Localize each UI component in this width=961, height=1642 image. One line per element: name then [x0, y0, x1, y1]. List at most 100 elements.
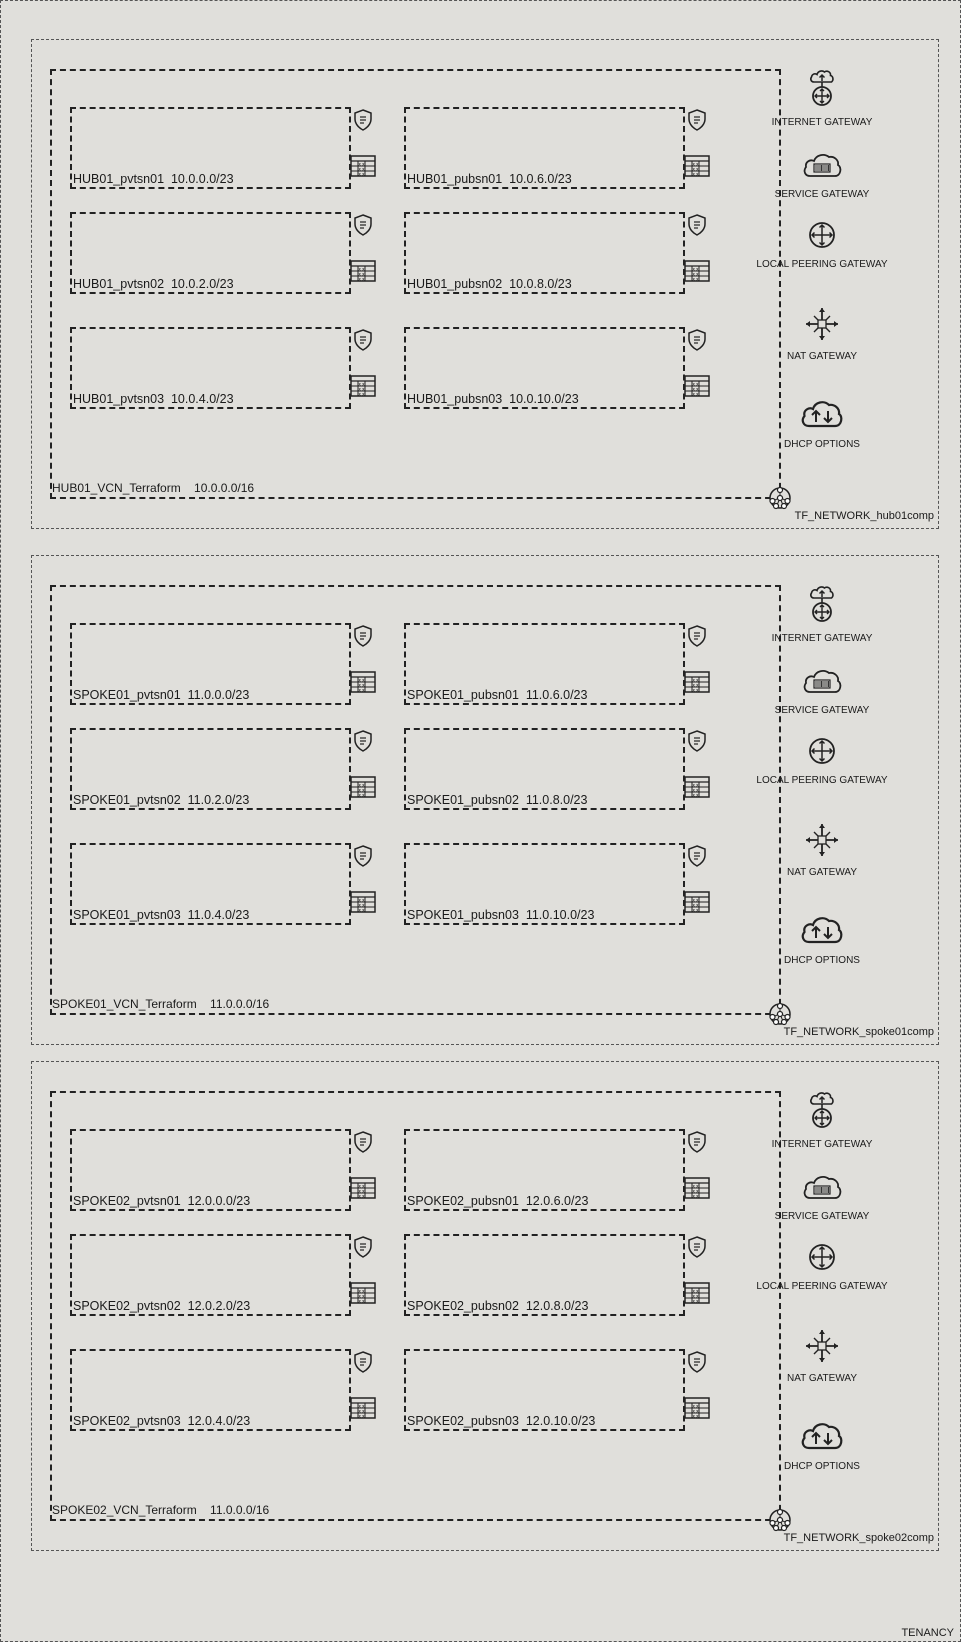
svg-text:x x: x x	[358, 1289, 365, 1294]
svg-text:x x: x x	[692, 1414, 699, 1419]
security-list-icon	[353, 109, 373, 131]
svg-text:x x: x x	[692, 688, 699, 693]
local-peering-gateway-icon	[747, 220, 897, 255]
security-list-icon	[687, 730, 707, 752]
vcn-icon	[767, 1001, 793, 1027]
nat-gateway-icon	[747, 306, 897, 347]
svg-text:x x: x x	[692, 277, 699, 282]
subnet-box: SPOKE02_pvtsn03 12.0.4.0/23	[70, 1349, 351, 1431]
security-list-icon	[687, 109, 707, 131]
gateway-nat-gateway: NAT GATEWAY	[747, 822, 897, 878]
gateway-label: NAT GATEWAY	[786, 351, 857, 362]
svg-text:x x: x x	[358, 678, 365, 683]
svg-text:x x: x x	[692, 908, 699, 913]
subnet-box: HUB01_pubsn02 10.0.8.0/23	[404, 212, 685, 294]
security-list-icon	[353, 1131, 373, 1153]
gateway-nat-gateway: NAT GATEWAY	[747, 306, 897, 362]
dhcp-options-icon	[747, 398, 897, 435]
gateway-local-peering-gateway: LOCAL PEERING GATEWAY	[747, 736, 897, 786]
svg-text:x x: x x	[358, 793, 365, 798]
subnet-box: HUB01_pvtsn01 10.0.0.0/23	[70, 107, 351, 189]
compartment-label: TF_NETWORK_hub01comp	[794, 510, 934, 522]
gateway-label: INTERNET GATEWAY	[771, 1139, 873, 1150]
svg-text:x x: x x	[692, 272, 699, 277]
compartment: TF_NETWORK_spoke01comp SPOKE01_pvtsn01 11…	[31, 555, 939, 1045]
gateway-label: SERVICE GATEWAY	[774, 1211, 870, 1222]
svg-text:x x: x x	[692, 382, 699, 387]
svg-text:x x: x x	[358, 277, 365, 282]
vcn-icon	[767, 485, 793, 511]
svg-text:x x: x x	[358, 1194, 365, 1199]
local-peering-gateway-icon	[747, 736, 897, 771]
svg-text:x x: x x	[358, 788, 365, 793]
security-list-icon	[687, 214, 707, 236]
vcn-label: SPOKE02_VCN_Terraform 11.0.0.0/16	[52, 1503, 270, 1517]
subnet-label: SPOKE02_pvtsn03 12.0.4.0/23	[73, 1414, 251, 1428]
svg-text:x x: x x	[692, 387, 699, 392]
subnet-label: SPOKE02_pubsn01 12.0.6.0/23	[407, 1194, 589, 1208]
service-gateway-icon	[747, 1172, 897, 1207]
subnet-label: SPOKE01_pvtsn03 11.0.4.0/23	[73, 908, 250, 922]
subnet-label: SPOKE01_pvtsn01 11.0.0.0/23	[73, 688, 250, 702]
gateway-local-peering-gateway: LOCAL PEERING GATEWAY	[747, 220, 897, 270]
gateway-service-gateway: SERVICE GATEWAY	[747, 1172, 897, 1222]
svg-text:x x: x x	[692, 1194, 699, 1199]
svg-text:x x: x x	[692, 1294, 699, 1299]
service-gateway-icon	[747, 150, 897, 185]
svg-text:x x: x x	[358, 1414, 365, 1419]
svg-text:x x: x x	[692, 1189, 699, 1194]
subnet-box: SPOKE01_pvtsn02 11.0.2.0/23	[70, 728, 351, 810]
gateway-label: SERVICE GATEWAY	[774, 705, 870, 716]
svg-text:x x: x x	[358, 272, 365, 277]
subnet-label: SPOKE02_pubsn02 12.0.8.0/23	[407, 1299, 589, 1313]
svg-text:x x: x x	[692, 167, 699, 172]
svg-text:x x: x x	[692, 788, 699, 793]
svg-text:x x: x x	[358, 392, 365, 397]
security-list-icon	[353, 214, 373, 236]
subnet-box: HUB01_pvtsn02 10.0.2.0/23	[70, 212, 351, 294]
vcn-label: SPOKE01_VCN_Terraform 11.0.0.0/16	[52, 997, 270, 1011]
subnet-box: SPOKE02_pubsn03 12.0.10.0/23	[404, 1349, 685, 1431]
svg-text:x x: x x	[358, 162, 365, 167]
compartment-label: TF_NETWORK_spoke01comp	[783, 1026, 934, 1038]
security-list-icon	[353, 845, 373, 867]
subnet-box: HUB01_pvtsn03 10.0.4.0/23	[70, 327, 351, 409]
svg-text:x x: x x	[692, 793, 699, 798]
subnet-box: SPOKE02_pubsn01 12.0.6.0/23	[404, 1129, 685, 1211]
gateway-label: LOCAL PEERING GATEWAY	[756, 259, 888, 270]
gateway-label: NAT GATEWAY	[786, 1373, 857, 1384]
gateway-internet-gateway: INTERNET GATEWAY	[747, 68, 897, 128]
internet-gateway-icon	[747, 1090, 897, 1135]
svg-text:x x: x x	[692, 1404, 699, 1409]
svg-text:x x: x x	[358, 267, 365, 272]
gateway-dhcp-options: DHCP OPTIONS	[747, 1420, 897, 1472]
gateway-label: LOCAL PEERING GATEWAY	[756, 775, 888, 786]
subnet-label: HUB01_pubsn01 10.0.6.0/23	[407, 172, 572, 186]
gateway-local-peering-gateway: LOCAL PEERING GATEWAY	[747, 1242, 897, 1292]
gateway-label: DHCP OPTIONS	[784, 1461, 860, 1472]
svg-text:x x: x x	[358, 908, 365, 913]
subnet-label: SPOKE01_pubsn01 11.0.6.0/23	[407, 688, 588, 702]
svg-text:x x: x x	[692, 683, 699, 688]
subnet-label: SPOKE02_pvtsn02 12.0.2.0/23	[73, 1299, 251, 1313]
security-list-icon	[353, 1236, 373, 1258]
svg-text:x x: x x	[358, 1404, 365, 1409]
subnet-label: HUB01_pvtsn02 10.0.2.0/23	[73, 277, 234, 291]
subnet-box: SPOKE01_pvtsn01 11.0.0.0/23	[70, 623, 351, 705]
svg-text:x x: x x	[692, 903, 699, 908]
subnet-box: SPOKE01_pubsn02 11.0.8.0/23	[404, 728, 685, 810]
svg-text:x x: x x	[692, 1289, 699, 1294]
subnet-label: SPOKE02_pvtsn01 12.0.0.0/23	[73, 1194, 251, 1208]
svg-text:x x: x x	[358, 1189, 365, 1194]
